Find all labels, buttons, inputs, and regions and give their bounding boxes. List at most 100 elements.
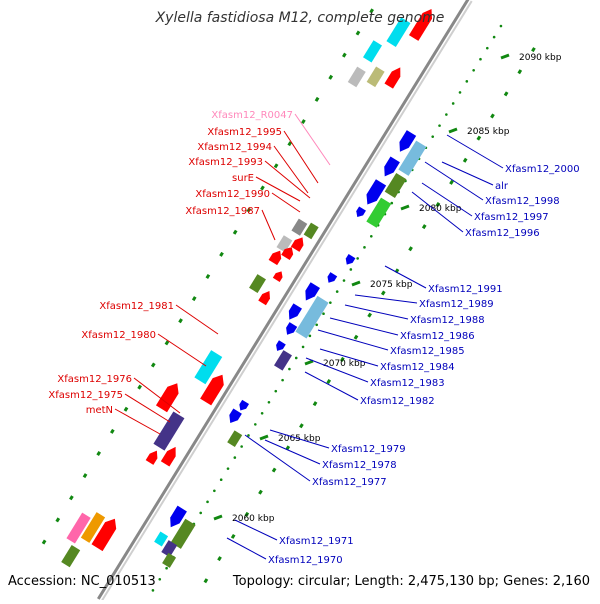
- gene-label-left: Xfasm12_1975: [48, 390, 123, 401]
- gene-label-right: Xfasm12_1983: [370, 378, 445, 389]
- gene-label-left: surE: [232, 173, 254, 184]
- reverse-gene-block: [384, 172, 407, 198]
- scale-dot: [267, 400, 271, 404]
- scale-dot: [199, 511, 203, 515]
- gene-leader-line: [421, 182, 473, 217]
- reverse-gene-block: [399, 130, 417, 152]
- forward-gene-block-shape: [291, 218, 308, 236]
- scale-tick: [191, 296, 197, 302]
- gene-leader-line: [226, 537, 267, 560]
- gene-label-left: Xfasm12_1981: [99, 301, 174, 312]
- scale-tick: [55, 517, 61, 523]
- reverse-gene-block-shape: [276, 340, 286, 351]
- forward-gene-block: [194, 350, 223, 385]
- gene-leader-line: [305, 357, 369, 383]
- backbone-line-inner: [100, 0, 473, 602]
- gene-leader-line: [157, 333, 207, 367]
- scale-dot: [206, 500, 209, 504]
- reverse-gene-block-shape: [170, 505, 187, 528]
- scale-dot: [438, 124, 441, 127]
- scale-label-tick: [213, 514, 223, 521]
- forward-gene-block: [66, 512, 91, 544]
- scale-tick: [531, 47, 536, 53]
- scale-dot: [342, 279, 346, 282]
- reverse-gene-block: [154, 531, 169, 547]
- forward-gene-block: [145, 450, 158, 465]
- forward-gene-block-shape: [160, 446, 176, 467]
- gene-label-right: Xfasm12_1986: [400, 331, 475, 342]
- scale-label-tick: [259, 434, 269, 441]
- reverse-gene-block-shape: [305, 282, 320, 301]
- scale-tick: [217, 556, 222, 562]
- scale-tick: [449, 179, 454, 185]
- scale-tick: [150, 362, 156, 368]
- scale-dot: [458, 91, 462, 94]
- forward-gene-block-shape: [66, 512, 91, 544]
- reverse-gene-block: [398, 140, 427, 176]
- forward-gene-block-shape: [281, 247, 294, 260]
- scale-tick: [41, 539, 47, 545]
- gene-leader-line: [124, 393, 171, 423]
- reverse-gene-block-shape: [161, 540, 178, 558]
- scale-dot: [492, 35, 496, 39]
- gene-leader-line: [344, 304, 409, 320]
- reverse-gene-block: [288, 303, 302, 320]
- forward-gene-block-shape: [408, 9, 432, 41]
- gene-label-right: Xfasm12_1984: [380, 362, 455, 373]
- scale-dot: [465, 80, 469, 83]
- scale-tick: [137, 384, 142, 390]
- scale-dot: [281, 378, 284, 382]
- scale-dot: [260, 412, 264, 415]
- reverse-gene-block-shape: [366, 197, 392, 228]
- scale-tick: [273, 163, 279, 169]
- scale-tick: [326, 379, 332, 385]
- gene-leader-line: [319, 348, 379, 367]
- scale-dot: [226, 467, 230, 470]
- scale-tick: [258, 489, 263, 495]
- gene-leader-line: [114, 408, 161, 435]
- reverse-gene-block: [274, 350, 292, 371]
- scale-dot: [479, 57, 482, 61]
- scale-label-tick: [400, 204, 410, 211]
- gene-label-right: Xfasm12_1996: [465, 228, 540, 239]
- scale-tick: [69, 495, 74, 501]
- reverse-gene-block-shape: [229, 408, 242, 424]
- gene-leader-line: [264, 160, 311, 199]
- forward-gene-block-shape: [258, 290, 270, 306]
- forward-gene-block-shape: [386, 17, 411, 47]
- reverse-gene-block-shape: [398, 140, 427, 176]
- accession-text: Accession: NC_010513: [8, 574, 156, 589]
- gene-label-left: Xfasm12_1995: [207, 127, 282, 138]
- gene-label-left: Xfasm12_1987: [185, 206, 260, 217]
- reverse-gene-block: [366, 179, 387, 205]
- reverse-gene-block: [162, 552, 177, 568]
- gene-label-right: Xfasm12_1970: [268, 555, 343, 566]
- scale-dot: [233, 456, 237, 459]
- forward-gene-block: [408, 9, 432, 41]
- backbone-line-outer: [97, 0, 470, 600]
- scale-dot: [363, 246, 366, 249]
- gene-label-right: Xfasm12_1998: [485, 196, 560, 207]
- gene-leader-line: [133, 377, 181, 414]
- forward-gene-block-shape: [200, 374, 224, 406]
- scale-dot: [213, 489, 216, 493]
- scale-label: 2090 kbp: [519, 53, 562, 63]
- forward-gene-block-shape: [61, 544, 81, 568]
- scale-label-tick: [351, 280, 361, 287]
- gene-leader-line: [283, 130, 319, 184]
- gene-label-right: Xfasm12_1978: [322, 460, 397, 471]
- forward-gene-block-shape: [363, 40, 383, 63]
- reverse-gene-block-shape: [288, 303, 302, 320]
- gene-leader-line: [264, 439, 321, 465]
- scale-tick: [421, 224, 427, 230]
- forward-gene-block: [276, 235, 293, 253]
- gene-leader-line: [329, 317, 399, 336]
- scale-tick: [271, 467, 277, 473]
- scale-label: 2070 kbp: [323, 359, 366, 369]
- reverse-gene-block-shape: [286, 322, 298, 335]
- forward-gene-block-shape: [347, 66, 366, 88]
- reverse-gene-block: [345, 253, 356, 265]
- scale-tick: [110, 428, 115, 434]
- reverse-gene-block: [305, 282, 320, 301]
